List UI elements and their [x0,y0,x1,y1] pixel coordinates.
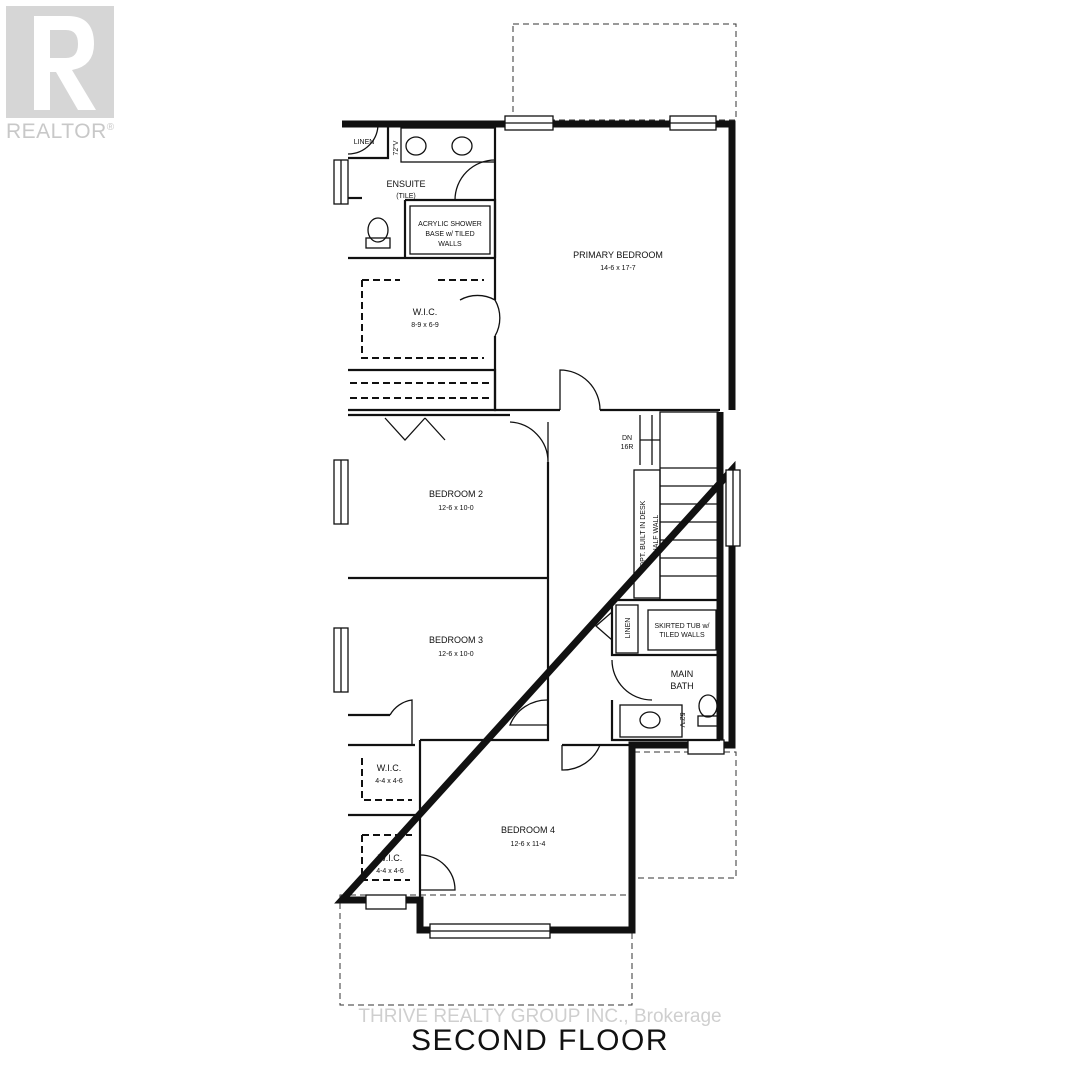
bedroom3-label: BEDROOM 3 [429,635,483,645]
linen-shelf [350,382,490,399]
rear-projection-outline [339,894,633,1006]
bathtub-icon [647,609,717,651]
wic-b3-label: W.I.C. [377,763,402,773]
wic-b4-rod [361,834,412,881]
sink-icon [639,711,661,729]
tub-label-2: TILED WALLS [659,632,705,639]
bedroom4-size: 12-6 x 11-4 [511,841,546,848]
main-bath-label-2: BATH [670,681,693,691]
shower-label-2: BASE w/ TILED [425,231,474,238]
shower-label-1: ACRYLIC SHOWER [418,221,482,228]
wic-b4-label: W.I.C. [378,853,403,863]
front-projection-outline [512,23,737,121]
side-projection-outline [633,751,737,879]
realtor-logo-text: REALTOR® [6,120,115,143]
sink-icon [405,136,427,156]
windows [333,115,741,939]
shower-icon [409,205,491,255]
fixtures [365,127,719,738]
bedroom2-label: BEDROOM 2 [429,489,483,499]
primary-bedroom-size: 14-6 x 17-7 [600,265,636,272]
wic-b4-size: 4-4 x 4-6 [376,868,404,875]
wic-rod [361,279,484,359]
door-swings [347,123,653,891]
ensuite-note: (TILE) [396,193,415,200]
half-wall-label: HALF WALL [653,515,660,554]
interior-walls [348,122,720,900]
main-bath-label-1: MAIN [671,669,694,679]
wic-primary-size: 8-9 x 6-9 [411,322,439,329]
realtor-logo [6,6,114,118]
wic-b3-rod [361,758,412,801]
toilet-icon [698,694,718,718]
brokerage-watermark: THRIVE REALTY GROUP INC., Brokerage [358,1006,722,1027]
sink-icon [451,136,473,156]
ensuite-label: ENSUITE [386,179,425,189]
stairs-label-2: 16R [621,444,634,451]
realtor-r-icon [34,16,96,110]
stairs-label-1: DN [622,435,632,442]
tub-label-1: SKIRTED TUB w/ [655,623,710,630]
bedroom2-size: 12-6 x 10-0 [438,505,474,512]
bedroom4-label: BEDROOM 4 [501,825,555,835]
bath-linen-label: LINEN [625,618,632,639]
desk-label: OPT. BUILT IN DESK [640,500,647,567]
vanity-label: 72"V [393,140,400,155]
wic-primary-label: W.I.C. [413,307,438,317]
shower-label-3: WALLS [438,241,462,248]
primary-bedroom-label: PRIMARY BEDROOM [573,250,663,260]
bath-vanity-label: 52"V [678,713,685,728]
bedroom3-size: 12-6 x 10-0 [438,651,474,658]
floor-title: SECOND FLOOR [410,1024,670,1057]
toilet-icon [367,217,389,243]
staircase [633,411,719,601]
exterior-wall [334,120,736,934]
wic-b3-size: 4-4 x 4-6 [375,778,403,785]
linen-label: LINEN [354,139,375,146]
